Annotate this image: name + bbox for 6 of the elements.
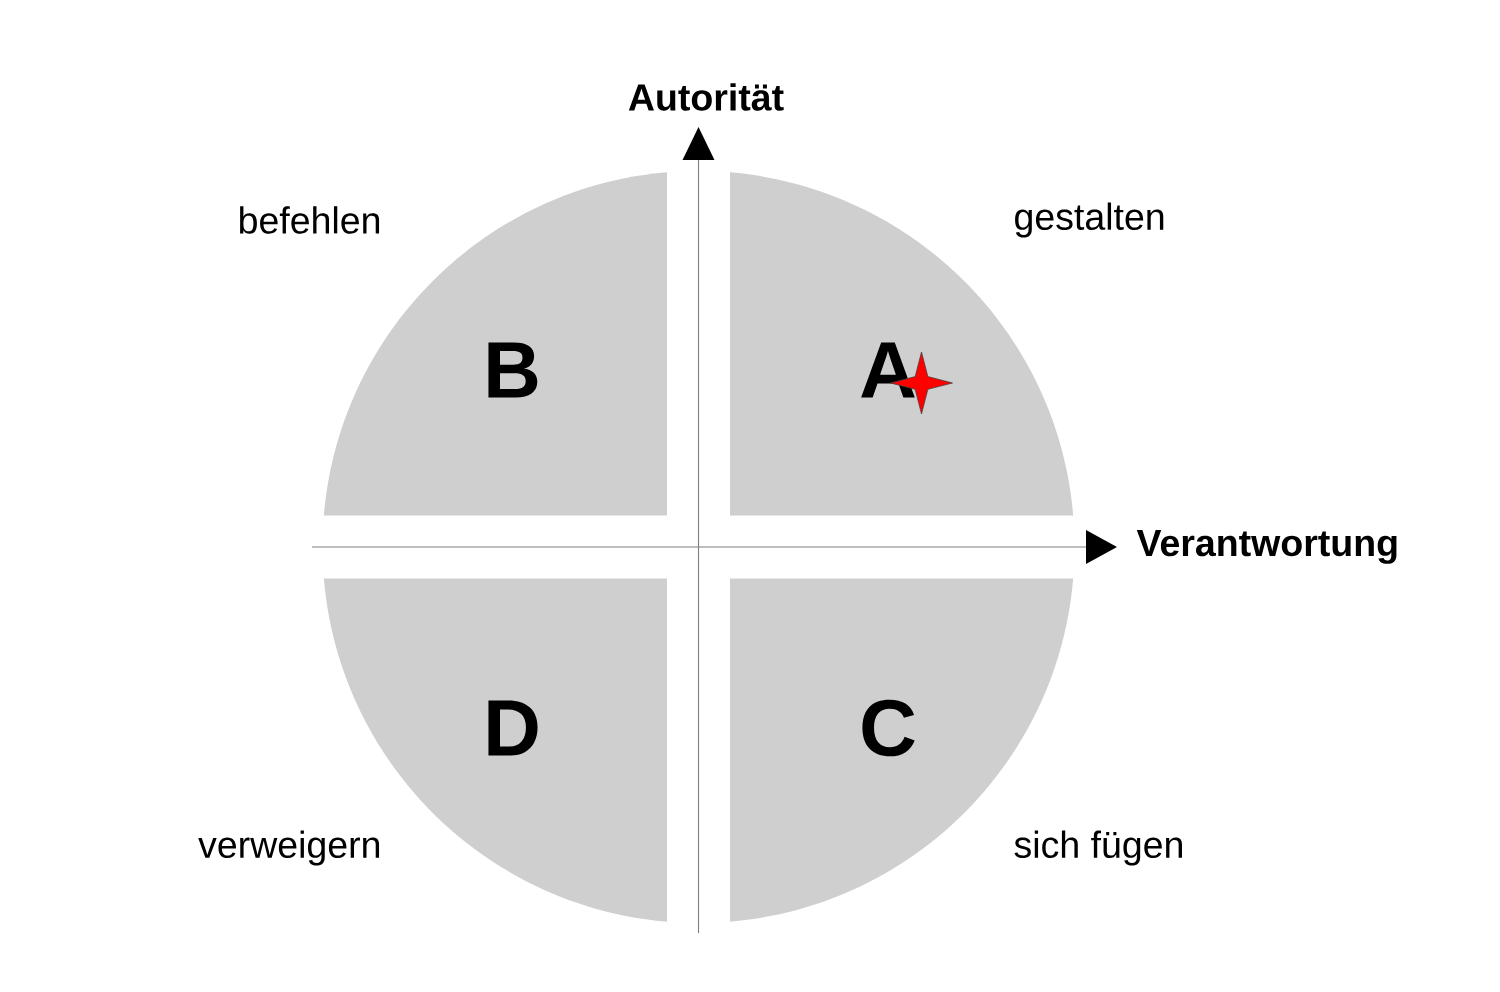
axis-label: Autorität [628, 83, 784, 111]
axis-label: Verantwortung [1136, 530, 1397, 564]
quadrant-label: gestalten [1015, 202, 1164, 238]
quadrant-label: verweigern [198, 830, 380, 866]
quadrant-label: sich fügen [1014, 830, 1182, 866]
quadrant-label: befehlen [240, 206, 380, 234]
